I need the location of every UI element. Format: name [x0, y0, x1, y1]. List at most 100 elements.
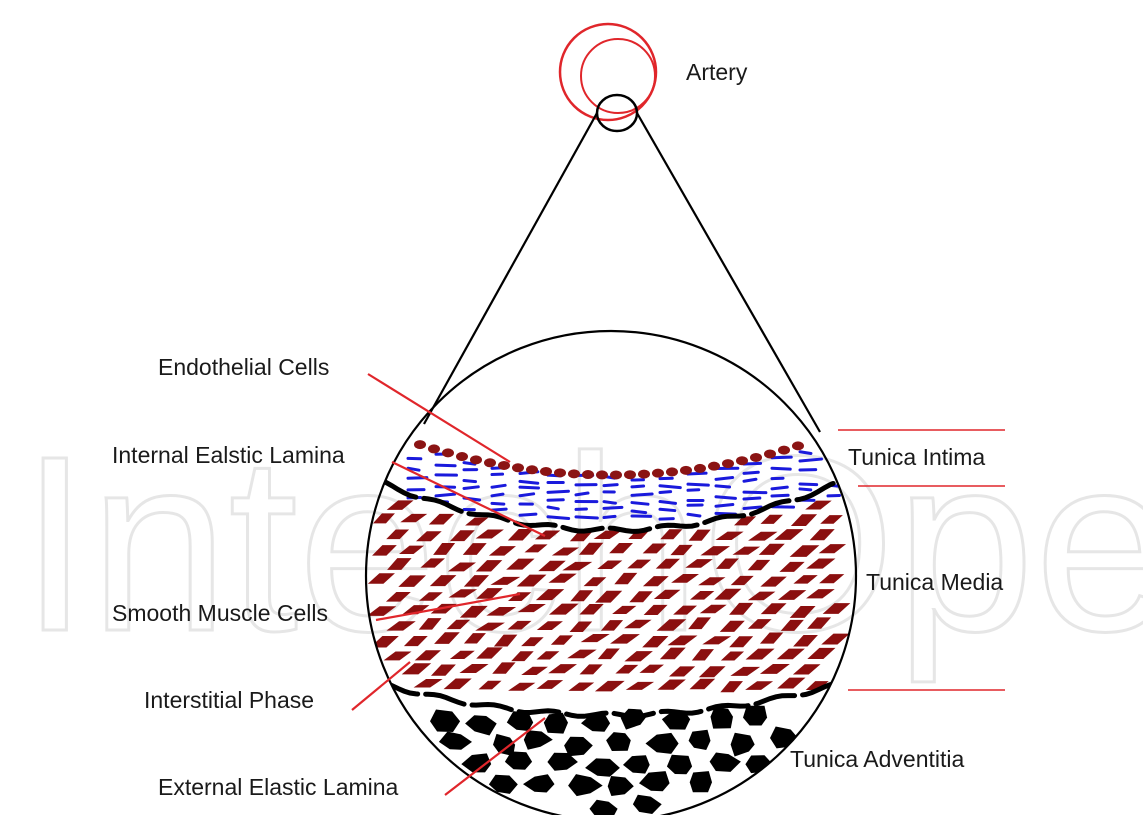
- elastic-fiber: [492, 503, 504, 504]
- elastic-fiber: [800, 459, 821, 461]
- elastic-fiber: [632, 511, 646, 513]
- magnification-cone: [424, 113, 820, 432]
- elastic-fiber: [800, 452, 811, 454]
- smooth-muscle-cell: [626, 682, 654, 690]
- adventitia-fiber: [590, 800, 618, 815]
- artery-label: Artery: [686, 59, 748, 85]
- endothelial-cell: [792, 441, 804, 450]
- elastic-fiber: [604, 502, 615, 504]
- external-elastic-lamina-label: External Elastic Lamina: [158, 774, 399, 800]
- elastic-fiber: [688, 484, 708, 485]
- elastic-fiber: [660, 509, 675, 510]
- elastic-fiber: [520, 514, 536, 515]
- elastic-fiber: [772, 495, 788, 496]
- endothelial-cell: [666, 467, 678, 476]
- endothelial-cell: [736, 456, 748, 465]
- elastic-fiber: [576, 517, 597, 518]
- endothelial-cell: [442, 448, 454, 457]
- endothelial-cell: [638, 470, 650, 479]
- endothelial-cell: [484, 458, 496, 467]
- adventitia-fiber: [523, 774, 555, 792]
- endothelial-cells-label: Endothelial Cells: [158, 354, 329, 380]
- elastic-fiber: [548, 507, 558, 509]
- adventitia-fiber: [544, 713, 568, 734]
- elastic-fiber: [744, 472, 758, 473]
- adventitia-fiber: [621, 709, 646, 730]
- tunica-media-label: Tunica Media: [866, 569, 1003, 595]
- endothelial-cell: [582, 470, 594, 479]
- adventitia-fiber: [606, 732, 631, 751]
- endothelial-cell: [778, 446, 790, 455]
- elastic-fiber: [520, 494, 534, 496]
- elastic-fiber: [492, 494, 503, 496]
- endothelial-cell: [708, 462, 720, 471]
- elastic-fiber: [492, 509, 506, 510]
- adventitia-fiber: [430, 710, 460, 733]
- elastic-fiber: [436, 494, 455, 496]
- adventitia-fiber: [743, 706, 767, 726]
- artery-icon: [560, 24, 656, 131]
- endothelial-cell: [456, 452, 468, 461]
- endothelial-cell: [694, 464, 706, 473]
- endothelial-cell: [568, 469, 580, 478]
- smooth-muscle-cell: [508, 683, 535, 691]
- elastic-fiber: [660, 492, 671, 493]
- elastic-fiber: [772, 468, 790, 469]
- elastic-fiber: [688, 473, 706, 474]
- endothelial-cell: [610, 470, 622, 479]
- adventitia-fiber: [711, 707, 734, 729]
- internal-elastic-lamina-label: Internal Ealstic Lamina: [112, 442, 345, 468]
- adventitia-fiber: [689, 730, 711, 750]
- elastic-fiber: [520, 481, 538, 483]
- endothelial-cell: [596, 470, 608, 479]
- elastic-fiber: [744, 479, 756, 481]
- elastic-fiber: [632, 494, 652, 495]
- elastic-fiber: [464, 480, 476, 481]
- adventitia-fiber: [623, 755, 650, 773]
- adventitia-fiber: [633, 795, 662, 814]
- adventitia-fiber: [524, 730, 553, 749]
- endothelial-cell: [722, 459, 734, 468]
- elastic-fiber: [744, 498, 760, 499]
- interstitial-phase-label: Interstitial Phase: [144, 687, 314, 713]
- elastic-fiber: [464, 487, 478, 489]
- adventitia-fiber: [568, 774, 603, 796]
- elastic-fiber: [744, 507, 761, 508]
- adventitia-fiber: [667, 755, 692, 774]
- endothelial-cell: [526, 465, 538, 474]
- elastic-fiber: [716, 477, 733, 479]
- endothelial-cell: [470, 455, 482, 464]
- elastic-fiber: [604, 507, 622, 508]
- elastic-fiber: [548, 491, 568, 492]
- endothelial-cell: [652, 469, 664, 478]
- endothelial-cell: [498, 461, 510, 470]
- elastic-fiber: [660, 502, 676, 504]
- endothelial-cell: [750, 453, 762, 462]
- elastic-fiber: [716, 497, 735, 499]
- adventitia-fiber: [608, 776, 634, 796]
- adventitia-fiber: [465, 715, 497, 735]
- elastic-fiber: [800, 484, 817, 485]
- elastic-fiber: [688, 490, 699, 491]
- elastic-fiber: [632, 503, 648, 505]
- endothelial-cell: [428, 444, 440, 453]
- elastic-fiber: [548, 517, 569, 519]
- elastic-fiber: [520, 487, 538, 488]
- endothelial-cell: [512, 463, 524, 472]
- elastic-fiber: [632, 486, 644, 487]
- tunica-adventitia-label: Tunica Adventitia: [790, 746, 965, 772]
- elastic-fiber: [716, 486, 730, 487]
- endothelial-cell: [554, 468, 566, 477]
- adventitia-fiber: [585, 758, 620, 776]
- elastic-fiber: [604, 485, 617, 486]
- adventitia-layer: [430, 706, 798, 815]
- smooth-muscle-cells-label: Smooth Muscle Cells: [112, 600, 328, 626]
- elastic-fiber: [660, 486, 680, 488]
- elastic-fiber: [744, 492, 766, 493]
- elastic-fiber: [576, 493, 588, 495]
- elastic-fiber: [800, 489, 811, 490]
- elastic-fiber: [688, 514, 700, 516]
- adventitia-fiber: [731, 733, 755, 757]
- adventitia-fiber: [439, 732, 472, 750]
